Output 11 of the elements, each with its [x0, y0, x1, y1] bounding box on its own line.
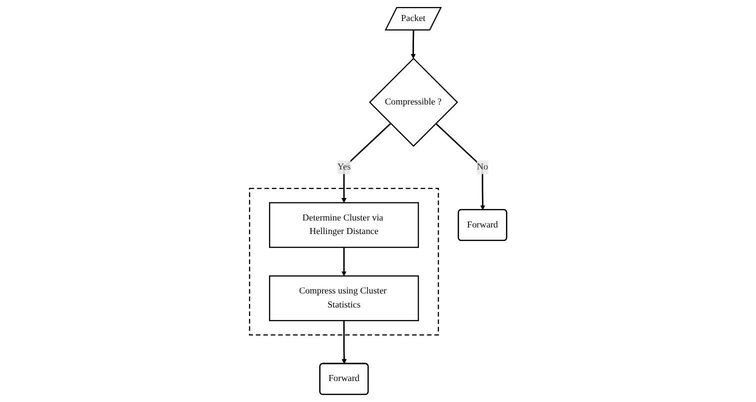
arrow: [410, 30, 416, 59]
edge-label: Yes: [337, 162, 351, 172]
node-diamond: Compressible ?: [368, 58, 458, 147]
arrow: [435, 122, 486, 210]
edge-label: No: [476, 162, 488, 172]
node-box: Determine Cluster via Hellinger Distance: [268, 202, 419, 248]
node-box: Compress using Cluster Statistics: [268, 275, 419, 322]
arrow: [342, 320, 347, 364]
arrow: [341, 122, 392, 203]
arrow: [341, 247, 346, 276]
cluster: [248, 188, 439, 336]
